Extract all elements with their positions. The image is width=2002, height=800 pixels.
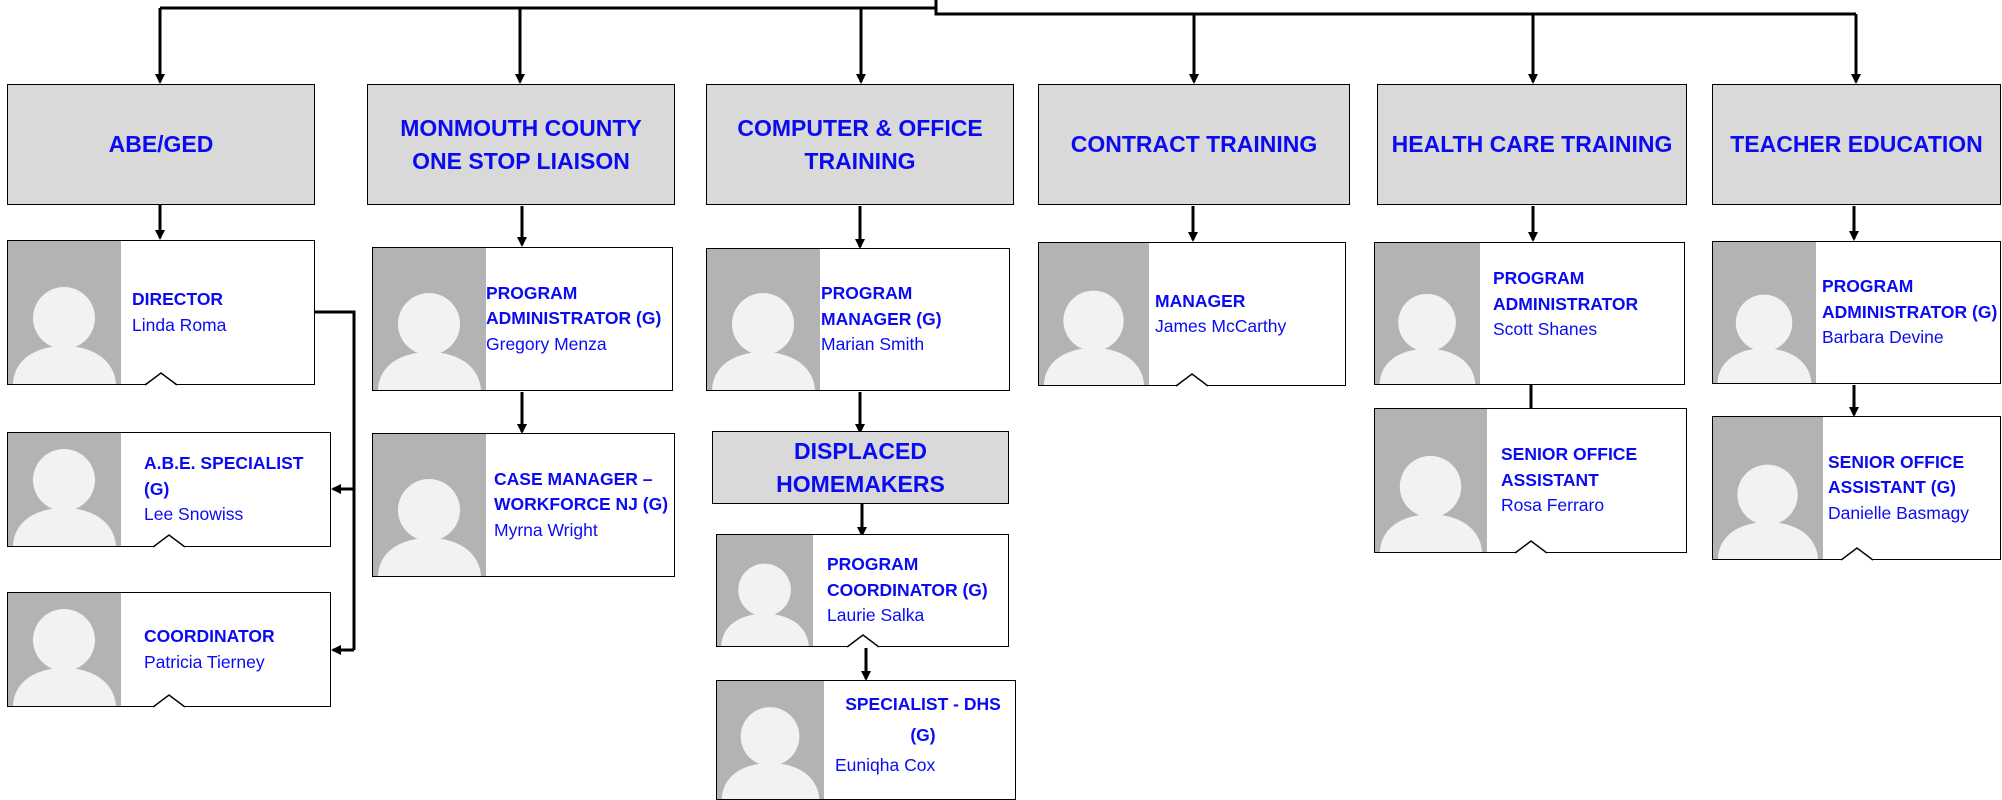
position-card-specialist-dhs: SPECIALIST - DHS (G) Euniqha Cox bbox=[716, 680, 1016, 800]
person-name: Patricia Tierney bbox=[144, 651, 265, 672]
department-header-health-care: HEALTH CARE TRAINING bbox=[1377, 84, 1687, 205]
position-title: SENIOR OFFICE ASSISTANT (G) bbox=[1828, 451, 1965, 498]
department-header-monmouth: MONMOUTH COUNTY ONE STOP LIAISON bbox=[367, 84, 675, 205]
person-name: Scott Shanes bbox=[1493, 319, 1598, 340]
card-notch bbox=[153, 694, 185, 708]
card-notch bbox=[145, 372, 177, 386]
position-card-teacher-senior-office-assistant: SENIOR OFFICE ASSISTANT (G) Danielle Basm… bbox=[1712, 416, 2001, 561]
person-name: Linda Roma bbox=[132, 314, 227, 335]
person-silhouette-icon bbox=[707, 249, 820, 390]
person-name: Lee Snowiss bbox=[144, 504, 244, 525]
position-card-program-manager: PROGRAM MANAGER (G) Marian Smith bbox=[706, 248, 1010, 391]
position-title: PROGRAM MANAGER (G) bbox=[821, 283, 942, 329]
person-silhouette-icon bbox=[1039, 243, 1149, 385]
person-name: Rosa Ferraro bbox=[1501, 495, 1605, 516]
card-notch bbox=[1514, 540, 1547, 554]
position-title: PROGRAM ADMINISTRATOR (G) bbox=[486, 282, 662, 329]
position-card-abe-specialist: A.B.E. SPECIALIST (G) Lee Snowiss bbox=[7, 432, 331, 548]
position-title: PROGRAM COORDINATOR (G) bbox=[827, 554, 988, 600]
person-name: Laurie Salka bbox=[827, 605, 925, 626]
department-header-abe-ged: ABE/GED bbox=[7, 84, 315, 205]
sub-department-header-displaced-homemakers: DISPLACED HOMEMAKERS bbox=[712, 431, 1009, 504]
position-card-case-manager: CASE MANAGER – WORKFORCE NJ (G) Myrna Wri… bbox=[372, 433, 675, 577]
person-silhouette-icon bbox=[1713, 417, 1823, 559]
person-silhouette-icon bbox=[8, 593, 121, 706]
person-silhouette-icon bbox=[717, 535, 813, 646]
person-silhouette-icon bbox=[1375, 409, 1487, 552]
position-title: CASE MANAGER – WORKFORCE NJ (G) bbox=[494, 468, 669, 515]
position-card-health-senior-office-assistant: SENIOR OFFICE ASSISTANT Rosa Ferraro bbox=[1374, 408, 1687, 554]
position-title: PROGRAM ADMINISTRATOR bbox=[1493, 268, 1639, 314]
department-header-computer-office: COMPUTER & OFFICE TRAINING bbox=[706, 84, 1014, 205]
card-notch bbox=[846, 634, 879, 648]
person-silhouette-icon bbox=[717, 681, 824, 799]
person-name: Myrna Wright bbox=[494, 519, 598, 540]
person-name: Danielle Basmagy bbox=[1828, 502, 1970, 523]
person-name: James McCarthy bbox=[1155, 316, 1287, 336]
position-title: COORDINATOR bbox=[144, 626, 275, 647]
card-notch bbox=[1176, 373, 1208, 387]
person-silhouette-icon bbox=[8, 433, 121, 546]
link-director-branch bbox=[314, 310, 356, 650]
position-card-program-coordinator: PROGRAM COORDINATOR (G) Laurie Salka bbox=[716, 534, 1009, 648]
position-card-health-program-administrator: PROGRAM ADMINISTRATOR Scott Shanes bbox=[1374, 242, 1685, 385]
card-notch bbox=[153, 534, 185, 548]
position-card-teacher-program-administrator: PROGRAM ADMINISTRATOR (G) Barbara Devine bbox=[1712, 241, 2001, 384]
position-title: SPECIALIST - DHS (G) bbox=[845, 694, 1001, 745]
person-name: Marian Smith bbox=[821, 334, 925, 355]
department-header-teacher-education: TEACHER EDUCATION bbox=[1712, 84, 2001, 205]
department-header-contract: CONTRACT TRAINING bbox=[1038, 84, 1350, 205]
card-notch bbox=[1840, 547, 1873, 561]
top-bus-right bbox=[934, 0, 1856, 16]
person-silhouette-icon bbox=[1375, 243, 1480, 384]
person-silhouette-icon bbox=[1713, 242, 1816, 383]
position-title: A.B.E. SPECIALIST (G) bbox=[144, 453, 304, 499]
position-card-director: DIRECTOR Linda Roma bbox=[7, 240, 315, 386]
position-title: SENIOR OFFICE ASSISTANT bbox=[1501, 444, 1638, 490]
position-card-contract-manager: MANAGER James McCarthy bbox=[1038, 242, 1346, 387]
person-silhouette-icon bbox=[373, 248, 486, 390]
person-name: Gregory Menza bbox=[486, 333, 607, 354]
person-silhouette-icon bbox=[8, 241, 121, 384]
position-title: PROGRAM ADMINISTRATOR (G) bbox=[1822, 276, 1998, 322]
position-card-coordinator: COORDINATOR Patricia Tierney bbox=[7, 592, 331, 708]
person-name: Barbara Devine bbox=[1822, 327, 1944, 348]
position-card-monmouth-program-administrator: PROGRAM ADMINISTRATOR (G) Gregory Menza bbox=[372, 247, 673, 391]
person-name: Euniqha Cox bbox=[835, 755, 936, 776]
person-silhouette-icon bbox=[373, 434, 486, 576]
top-bus-left bbox=[160, 0, 938, 10]
position-title: MANAGER bbox=[1155, 290, 1246, 311]
position-title: DIRECTOR bbox=[132, 289, 224, 310]
